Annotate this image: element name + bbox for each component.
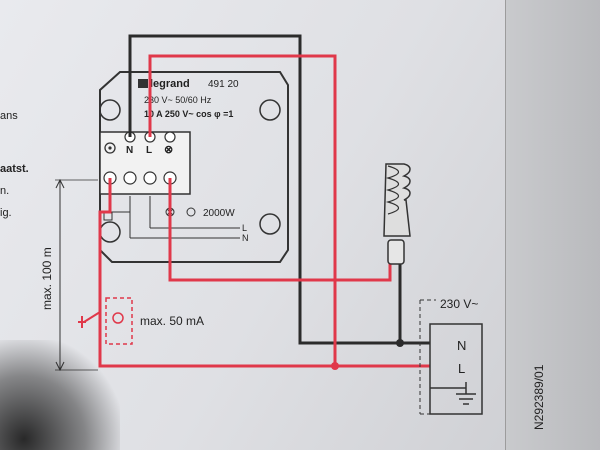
supply-l-label: L — [458, 361, 465, 376]
terminal-aux-icon — [104, 142, 116, 154]
mounting-hole-left — [99, 99, 121, 121]
shadow-overlay — [0, 340, 120, 450]
mounting-hole-right — [259, 99, 281, 121]
internal-l-label: L — [242, 223, 247, 233]
terminal-label-l: L — [146, 145, 152, 156]
supply-voltage-label: 230 V~ — [440, 297, 478, 311]
indicator-box — [105, 297, 133, 345]
indicator-lamp-icon — [112, 312, 124, 324]
sun-icon — [186, 207, 196, 217]
wattage-label: 2000W — [203, 208, 235, 219]
internal-n-label: N — [242, 233, 249, 243]
live-wire-red — [148, 54, 430, 368]
cut-text-fragment-2: aatst. — [0, 163, 29, 175]
screw-icon — [123, 171, 137, 185]
cut-text-fragment-1: ans — [0, 110, 18, 122]
mounting-hole-bottom-right — [259, 213, 281, 235]
load-wire-red — [168, 178, 392, 282]
junction-dot — [331, 362, 339, 370]
spec-rating: 10 A 250 V~ cos φ =1 — [144, 109, 233, 119]
pushbutton-icon — [83, 311, 101, 323]
cut-text-fragment-3: n. — [0, 185, 10, 197]
terminal-label-n: N — [126, 145, 133, 156]
part-number: 491 20 — [208, 79, 239, 90]
max-distance-label: max. 100 m — [40, 247, 54, 310]
mounting-hole-bottom-left — [99, 221, 121, 243]
lamp-icon — [383, 163, 411, 265]
brand-logo-mark — [138, 79, 148, 88]
document-code: N292389/01 — [532, 364, 546, 430]
background-surface — [505, 0, 600, 450]
screw-icon — [164, 131, 176, 143]
terminal-label-load: ⊗ — [164, 144, 173, 156]
neutral-wire-black — [128, 34, 430, 345]
terminal-block — [99, 131, 191, 195]
spec-voltage: 230 V~ 50/60 Hz — [144, 95, 212, 105]
switch-wire-red — [98, 178, 335, 368]
junction-dot — [396, 339, 404, 347]
max-current-label: max. 50 mA — [140, 314, 204, 328]
supply-terminal-block — [429, 323, 483, 415]
ground-icon — [430, 382, 476, 405]
screw-icon — [143, 171, 157, 185]
cut-text-fragment-4: ig. — [0, 207, 12, 219]
supply-n-label: N — [457, 338, 466, 353]
brand-name: legrand — [150, 78, 190, 90]
